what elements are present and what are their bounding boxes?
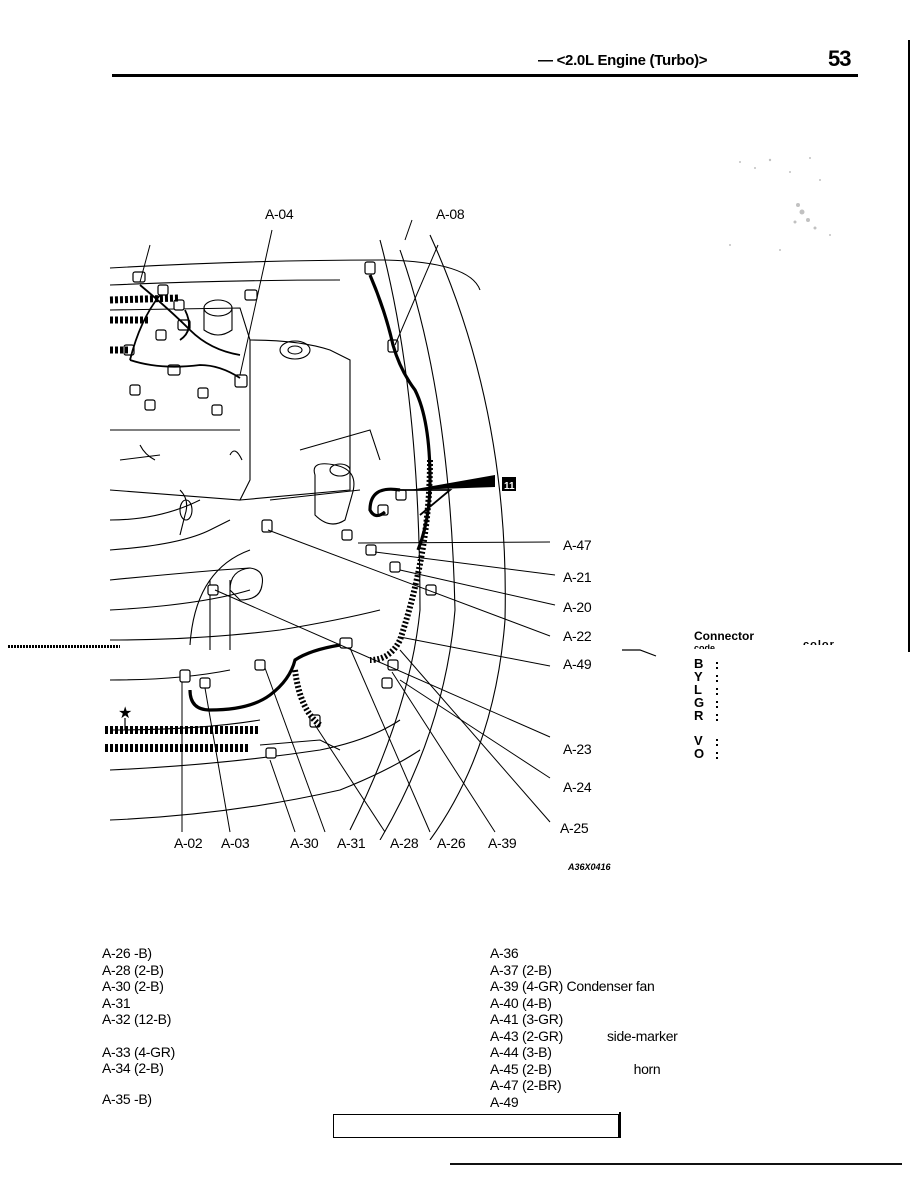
wiring-harness-diagram: 11 ★ (105, 219, 556, 840)
legend-letter-v: V (694, 733, 703, 748)
callout-a28: A-28 (390, 835, 419, 851)
list-item: A-37 (2-B) (490, 961, 552, 978)
list-item-code: A-39 (4-GR) (490, 978, 563, 994)
callout-a26: A-26 (437, 835, 466, 851)
connector-list-left: A-26 -B) A-28 (2-B) A-30 (2-B) A-31 A-32… (102, 945, 175, 1107)
legend-letter-y: Y (694, 669, 703, 684)
legend-title-right: color (803, 639, 835, 645)
footer-box (333, 1114, 619, 1138)
list-item: A-41 (3-GR) (490, 1011, 563, 1027)
callout-a02: A-02 (174, 835, 203, 851)
section-title: — <2.0L Engine (Turbo)> (538, 52, 708, 69)
legend-subtitle: code (694, 643, 716, 649)
a49-dash (622, 649, 657, 657)
scan-smudge (729, 157, 831, 251)
list-item: A-36 (490, 945, 519, 961)
list-item: A-47 (2-BR) (490, 1077, 562, 1093)
list-item: A-26 -B) (102, 945, 152, 961)
callout-a30: A-30 (290, 835, 319, 851)
callout-a49: A-49 (563, 656, 592, 672)
page-number: 53 (828, 46, 852, 71)
list-gap (102, 1077, 175, 1091)
list-item: A-44 (3-B) (490, 1044, 552, 1060)
callout-a04: A-04 (265, 206, 294, 222)
list-item: A-30 (2-B) (102, 978, 164, 994)
callout-a25: A-25 (560, 820, 589, 836)
list-item: A-33 (4-GR) (102, 1043, 175, 1060)
list-item: A-28 (2-B) (102, 961, 164, 978)
legend-title: Connector (694, 629, 754, 643)
header-rule (112, 74, 858, 77)
list-gap (102, 1028, 175, 1044)
list-item-desc: side-marker (606, 1027, 678, 1044)
list-item: A-45 (2-B) horn (490, 1061, 678, 1078)
list-item: A-31 (102, 994, 131, 1011)
scan-artifact-line (8, 645, 120, 648)
callout-a20: A-20 (563, 599, 592, 615)
list-item-desc: horn (633, 1060, 661, 1077)
page-edge-rule (908, 40, 910, 652)
list-item: A-32 (12-B) (102, 1011, 172, 1027)
legend-letter-o: O (694, 746, 705, 761)
list-item: A-43 (2-GR) side-marker (490, 1028, 678, 1045)
callout-a31: A-31 (337, 835, 366, 851)
callout-a21: A-21 (563, 569, 592, 585)
list-item: A-39 (4-GR) Condenser fan (490, 978, 678, 995)
list-item: A-49 (490, 1093, 519, 1110)
legend-letter-g: G (694, 695, 705, 710)
callout-a24: A-24 (563, 779, 592, 795)
figure-code: A36X0416 (568, 862, 611, 872)
legend-letter-b: B (694, 656, 704, 671)
callout-a22: A-22 (563, 628, 592, 644)
callout-a08: A-08 (436, 206, 465, 222)
connector-list-right: A-36 A-37 (2-B) A-39 (4-GR) Condenser fa… (490, 945, 678, 1110)
marker-11-label: 11 (504, 481, 515, 492)
list-item: A-34 (2-B) (102, 1060, 164, 1076)
footer-rule (450, 1163, 902, 1165)
legend-letter-r: R (694, 708, 704, 723)
callout-a39: A-39 (488, 835, 517, 851)
list-item-code: A-43 (2-GR) (490, 1027, 563, 1044)
footer-box-edge (619, 1112, 621, 1138)
callout-a47: A-47 (563, 537, 592, 553)
callout-a03: A-03 (221, 835, 250, 851)
legend-colons (716, 662, 718, 759)
legend-letter-l: L (694, 682, 702, 697)
list-item: A-40 (4-B) (490, 994, 552, 1011)
list-item-code: A-45 (2-B) (490, 1060, 552, 1077)
list-item: A-35 -B) (102, 1090, 152, 1107)
star-marker-icon: ★ (118, 705, 132, 722)
list-item-desc: Condenser fan (566, 978, 655, 994)
callout-a23: A-23 (563, 741, 592, 757)
